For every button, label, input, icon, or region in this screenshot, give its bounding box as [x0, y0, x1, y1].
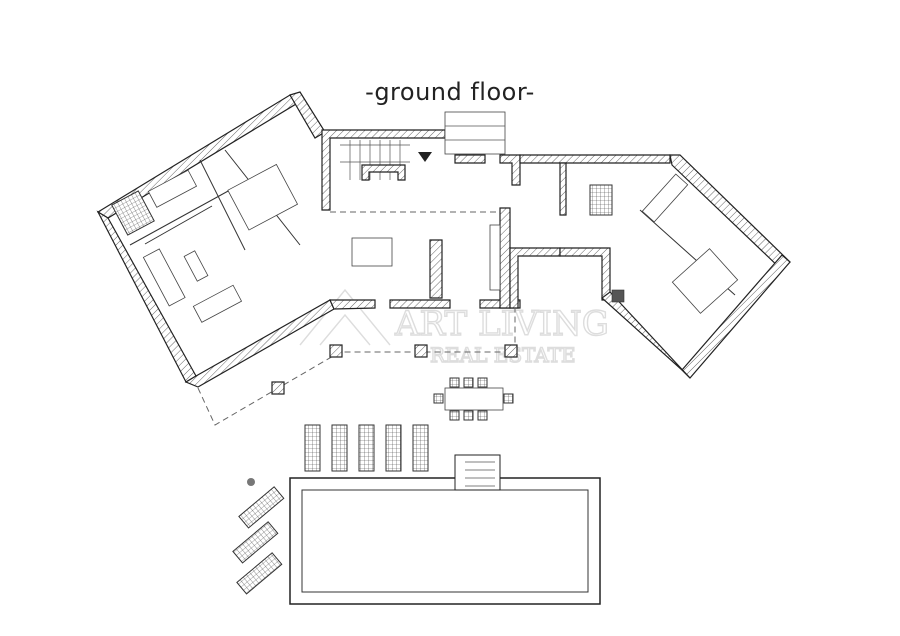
sofa: [192, 284, 243, 323]
wall: [454, 154, 486, 164]
wall: [509, 247, 561, 309]
sofa: [142, 248, 186, 307]
entrance-arrow-icon: [418, 152, 432, 162]
dining-table: [351, 237, 393, 267]
wall-left-wing-northeast: [289, 91, 326, 139]
wall-central-south: [329, 299, 376, 310]
pillar: [504, 344, 518, 358]
shower-tray: [589, 184, 613, 216]
wall-island: [429, 239, 443, 299]
right-section: [509, 154, 671, 309]
watermark-logo-icon: [299, 288, 391, 346]
armchair: [611, 289, 625, 303]
wall-kitchen: [499, 207, 511, 309]
pillar: [271, 381, 285, 395]
entrance-steps: [444, 111, 506, 155]
sun-loungers: [232, 424, 429, 595]
central-block: [321, 111, 521, 310]
outdoor-chairs: [433, 377, 514, 421]
parasol: [247, 478, 255, 486]
terrace: [197, 308, 518, 426]
wall: [499, 154, 521, 186]
wall-central-south: [389, 299, 451, 309]
stair-wall: [361, 164, 406, 181]
coffee-table: [183, 250, 209, 282]
bed: [671, 248, 739, 314]
partition: [129, 189, 231, 246]
left-wing: [96, 91, 335, 388]
staircase: [340, 140, 410, 180]
bathtub: [147, 169, 198, 208]
pool-area: [232, 424, 601, 605]
pool-basin: [301, 489, 589, 593]
pillar: [414, 344, 428, 358]
wall: [559, 162, 567, 216]
shower-tray: [111, 190, 155, 236]
pool-steps: [454, 454, 501, 491]
wall-right-north: [519, 154, 671, 164]
wall: [559, 247, 611, 301]
partition: [144, 205, 213, 245]
bed: [227, 163, 299, 231]
watermark: ART LIVING REAL ESTATE: [299, 288, 610, 368]
watermark-line2: REAL ESTATE: [430, 343, 576, 367]
partition: [199, 159, 246, 251]
pillar: [329, 344, 343, 358]
wall-right-wing-west: [601, 291, 691, 379]
watermark-line1: ART LIVING: [394, 304, 609, 344]
plan-title: -ground floor-: [365, 78, 535, 106]
right-wing: [601, 154, 791, 379]
pool-edge: [289, 477, 601, 605]
bathtub: [641, 173, 689, 223]
outdoor-table: [444, 387, 504, 411]
kitchen-counter: [489, 224, 501, 291]
